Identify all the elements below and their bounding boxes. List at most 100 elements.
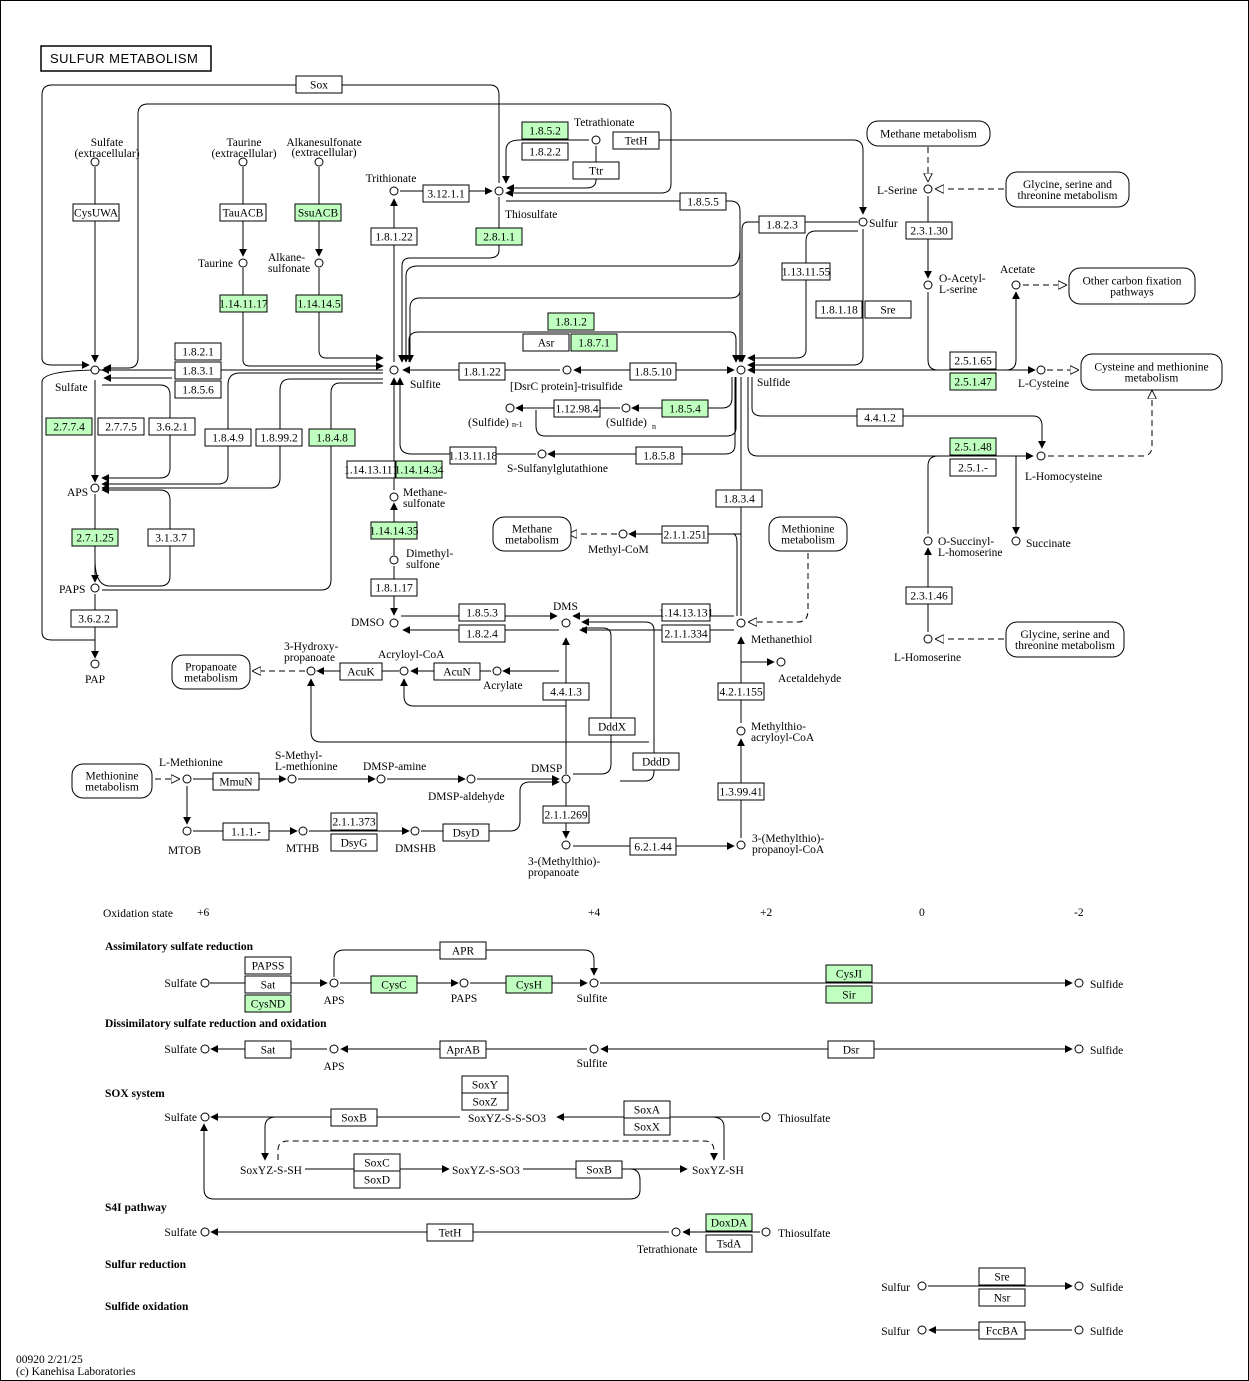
module-enzyme-soxx[interactable]: SoxX	[623, 1117, 671, 1136]
enzyme-e1-8-99-2[interactable]: 1.8.99.2	[255, 428, 303, 447]
module-compound-node[interactable]	[589, 1044, 599, 1054]
enzyme-e1-1-1-x[interactable]: 1.1.1.-	[222, 822, 270, 841]
compound-node[interactable]	[389, 365, 399, 375]
compound-node[interactable]	[858, 217, 868, 227]
enzyme-e3-6-2-1[interactable]: 3.6.2.1	[148, 417, 196, 436]
enzyme-e2-7-7-5[interactable]: 2.7.7.5	[97, 417, 145, 436]
module-compound-node[interactable]	[761, 1227, 771, 1237]
module-compound-node[interactable]	[1074, 1044, 1084, 1054]
enzyme-sox[interactable]: Sox	[295, 75, 343, 94]
enzyme-e1-14-13-131[interactable]: 1.14.13.131	[659, 603, 714, 622]
compound-node[interactable]	[923, 536, 933, 546]
module-enzyme-cysc[interactable]: CysC	[370, 975, 418, 994]
module-compound-node[interactable]	[200, 1112, 210, 1122]
module-compound-node[interactable]	[917, 1325, 927, 1335]
compound-node[interactable]	[562, 365, 572, 375]
enzyme-ttr[interactable]: Ttr	[572, 161, 620, 180]
compound-node[interactable]	[298, 826, 308, 836]
compound-node[interactable]	[90, 483, 100, 493]
enzyme-e4-2-1-155[interactable]: 4.2.1.155	[717, 682, 765, 701]
compound-node[interactable]	[182, 826, 192, 836]
compound-node[interactable]	[314, 258, 324, 268]
compound-node[interactable]	[923, 184, 933, 194]
enzyme-e1-14-14-5[interactable]: 1.14.14.5	[295, 294, 343, 313]
enzyme-sre[interactable]: Sre	[864, 300, 912, 319]
enzyme-e1-8-2-1[interactable]: 1.8.2.1	[174, 342, 222, 361]
enzyme-e2-5-1-x[interactable]: 2.5.1.-	[949, 458, 997, 477]
module-enzyme-dsr[interactable]: Dsr	[827, 1040, 875, 1059]
enzyme-e4-4-1-2[interactable]: 4.4.1.2	[856, 408, 904, 427]
module-enzyme-fccba[interactable]: FccBA	[978, 1321, 1026, 1340]
enzyme-e2-7-1-25[interactable]: 2.7.1.25	[71, 528, 119, 547]
module-enzyme-sre[interactable]: Sre	[978, 1267, 1026, 1286]
compound-node[interactable]	[1036, 365, 1046, 375]
enzyme-e1-8-5-4[interactable]: 1.8.5.4	[661, 399, 709, 418]
compound-node[interactable]	[561, 774, 571, 784]
compound-node[interactable]	[561, 618, 571, 628]
compound-node[interactable]	[90, 157, 100, 167]
enzyme-e1-8-5-5[interactable]: 1.8.5.5	[679, 192, 727, 211]
enzyme-e1-8-1-22a[interactable]: 1.8.1.22	[370, 227, 418, 246]
module-enzyme-soxd[interactable]: SoxD	[353, 1170, 401, 1189]
enzyme-e4-4-1-3[interactable]: 4.4.1.3	[542, 682, 590, 701]
enzyme-e1-14-14-35[interactable]: 1.14.14.35	[370, 521, 419, 540]
enzyme-mmun[interactable]: MmuN	[212, 772, 260, 791]
enzyme-e1-8-2-4[interactable]: 1.8.2.4	[458, 624, 506, 643]
module-enzyme-tsda[interactable]: TsdA	[705, 1234, 753, 1253]
enzyme-dddx[interactable]: DddX	[588, 717, 636, 736]
compound-node[interactable]	[287, 774, 297, 784]
compound-node[interactable]	[561, 840, 571, 850]
enzyme-e2-5-1-65[interactable]: 2.5.1.65	[949, 351, 997, 370]
enzyme-dddd[interactable]: DddD	[632, 752, 680, 771]
module-enzyme-papss[interactable]: PAPSS	[244, 956, 292, 975]
compound-node[interactable]	[466, 774, 476, 784]
compound-node[interactable]	[410, 826, 420, 836]
module-compound-node[interactable]	[1074, 1281, 1084, 1291]
enzyme-e1-8-2-3[interactable]: 1.8.2.3	[758, 215, 806, 234]
module-compound-node[interactable]	[200, 1227, 210, 1237]
compound-node[interactable]	[736, 365, 746, 375]
compound-node[interactable]	[1011, 280, 1021, 290]
compound-node[interactable]	[736, 726, 746, 736]
compound-node[interactable]	[389, 555, 399, 565]
module-compound-node[interactable]	[1074, 1325, 1084, 1335]
compound-node[interactable]	[90, 365, 100, 375]
enzyme-tauacb[interactable]: TauACB	[219, 203, 267, 222]
enzyme-e1-8-1-2[interactable]: 1.8.1.2	[547, 312, 595, 331]
compound-node[interactable]	[492, 666, 502, 676]
enzyme-e1-8-7-1[interactable]: 1.8.7.1	[570, 333, 618, 352]
enzyme-e1-13-11-55[interactable]: 1.13.11.55	[781, 262, 831, 281]
enzyme-e1-8-2-2[interactable]: 1.8.2.2	[521, 142, 569, 161]
compound-node[interactable]	[90, 659, 100, 669]
enzyme-e1-8-1-22b[interactable]: 1.8.1.22	[458, 362, 506, 381]
compound-node[interactable]	[182, 774, 192, 784]
enzyme-e2-3-1-46[interactable]: 2.3.1.46	[905, 586, 953, 605]
enzyme-e1-13-11-18[interactable]: 1.13.11.18	[449, 446, 498, 465]
enzyme-e1-8-5-6[interactable]: 1.8.5.6	[174, 380, 222, 399]
module-enzyme-apr[interactable]: APR	[439, 941, 487, 960]
module-enzyme-soxb2[interactable]: SoxB	[575, 1160, 623, 1179]
enzyme-e1-8-1-18[interactable]: 1.8.1.18	[815, 300, 863, 319]
module-enzyme-teth[interactable]: TetH	[426, 1223, 474, 1242]
module-compound-node[interactable]	[459, 978, 469, 988]
enzyme-e2-8-1-1[interactable]: 2.8.1.1	[475, 227, 523, 246]
compound-node[interactable]	[238, 258, 248, 268]
enzyme-e3-6-2-2[interactable]: 3.6.2.2	[70, 609, 118, 628]
enzyme-e1-8-5-10[interactable]: 1.8.5.10	[629, 362, 677, 381]
compound-node[interactable]	[618, 529, 628, 539]
module-compound-node[interactable]	[1074, 978, 1084, 988]
module-enzyme-sat[interactable]: Sat	[244, 1040, 292, 1059]
module-compound-node[interactable]	[329, 978, 339, 988]
module-enzyme-sat[interactable]: Sat	[244, 975, 292, 994]
enzyme-e2-5-1-47[interactable]: 2.5.1.47	[949, 372, 997, 391]
module-enzyme-cysnd[interactable]: CysND	[244, 994, 292, 1013]
compound-node[interactable]	[389, 492, 399, 502]
enzyme-acuk[interactable]: AcuK	[339, 662, 383, 681]
